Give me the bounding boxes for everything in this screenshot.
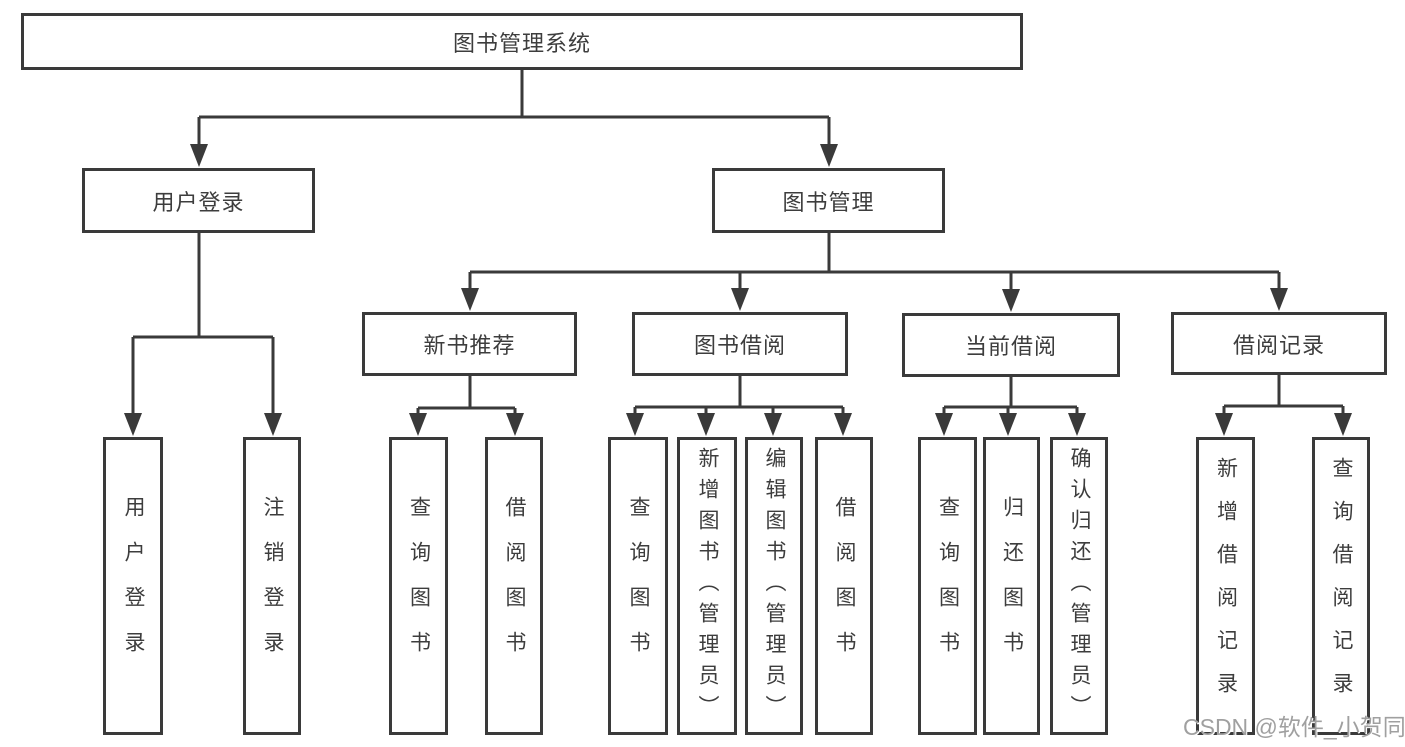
node-label: 新增借阅记录 (1214, 457, 1238, 715)
node-user-login: 用户登录 (82, 168, 315, 233)
node-label: 图书管理 (782, 189, 875, 215)
arrowhead-down-icon (999, 413, 1017, 436)
arrowhead-down-icon (1068, 413, 1086, 436)
node-label: 确认归还（管理员） (1068, 446, 1091, 726)
node-label: 图书管理系统 (452, 30, 591, 56)
node-label: 查询图书 (407, 496, 431, 676)
node-new-book-recommend: 新书推荐 (362, 312, 577, 376)
leaf-user-login: 用户登录 (103, 437, 163, 735)
arrowhead-down-icon (1334, 413, 1352, 436)
node-label: 查询借阅记录 (1330, 457, 1353, 715)
leaf-edit-book-admin: 编辑图书（管理员） (745, 437, 803, 735)
node-label: 注销登录 (261, 496, 284, 676)
node-label: 用户登录 (152, 189, 245, 215)
arrowhead-down-icon (697, 413, 715, 436)
arrowhead-down-icon (820, 144, 838, 167)
node-book-management: 图书管理 (712, 168, 945, 233)
arrowhead-down-icon (1215, 413, 1233, 436)
leaf-recommend-borrow-book: 借阅图书 (485, 437, 543, 735)
arrowhead-down-icon (461, 288, 479, 311)
node-label: 借阅图书 (503, 496, 526, 676)
arrowhead-down-icon (190, 144, 208, 167)
arrowhead-down-icon (834, 413, 852, 436)
arrowhead-down-icon (264, 413, 282, 436)
node-label: 查询图书 (627, 496, 650, 676)
leaf-add-borrow-record: 新增借阅记录 (1196, 437, 1255, 735)
arrowhead-down-icon (1002, 289, 1020, 312)
arrowhead-down-icon (409, 413, 427, 436)
leaf-borrow-borrow-book: 借阅图书 (815, 437, 873, 735)
connector-lines (131, 69, 1345, 418)
leaf-logout: 注销登录 (243, 437, 301, 735)
leaf-recommend-query-book: 查询图书 (389, 437, 448, 735)
leaf-return-book: 归还图书 (983, 437, 1040, 735)
leaf-add-book-admin: 新增图书（管理员） (677, 437, 737, 735)
csdn-watermark: CSDN @软件_小贺同学 (1183, 714, 1405, 740)
node-book-borrow: 图书借阅 (632, 312, 848, 376)
node-root: 图书管理系统 (21, 13, 1023, 70)
node-label: 新增图书（管理员） (696, 446, 719, 726)
node-current-borrow: 当前借阅 (902, 313, 1120, 377)
arrowhead-down-icon (124, 413, 142, 436)
node-label: 借阅记录 (1232, 332, 1325, 358)
leaf-confirm-return-admin: 确认归还（管理员） (1050, 437, 1108, 735)
arrowhead-down-icon (506, 413, 524, 436)
node-label: 当前借阅 (964, 334, 1057, 359)
arrowhead-down-icon (935, 413, 953, 436)
node-label: 图书借阅 (693, 333, 786, 358)
arrowhead-down-icon (1270, 288, 1288, 311)
node-label: 查询图书 (936, 496, 960, 676)
arrowhead-down-icon (626, 413, 644, 436)
node-borrow-record: 借阅记录 (1171, 312, 1387, 375)
leaf-query-borrow-record: 查询借阅记录 (1312, 437, 1370, 735)
arrowhead-down-icon (764, 413, 782, 436)
node-label: 编辑图书（管理员） (763, 446, 786, 726)
arrowhead-down-icon (731, 288, 749, 311)
node-label: 新书推荐 (423, 333, 516, 358)
node-label: 借阅图书 (833, 496, 856, 676)
node-label: 归还图书 (1000, 496, 1024, 676)
leaf-borrow-query-book: 查询图书 (608, 437, 668, 735)
leaf-current-query-book: 查询图书 (918, 437, 977, 735)
node-label: 用户登录 (122, 496, 145, 676)
